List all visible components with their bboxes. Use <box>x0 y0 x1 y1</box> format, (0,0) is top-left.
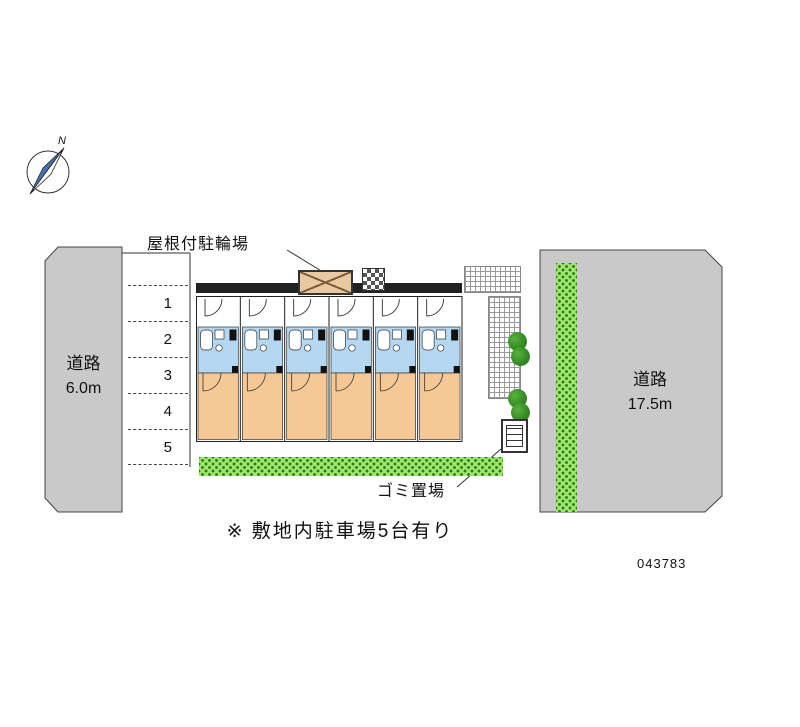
road-right <box>539 249 723 513</box>
parking-stall-number: 3 <box>163 367 172 384</box>
road-left-width: 6.0m <box>65 379 102 397</box>
parking-stall-number: 4 <box>163 403 172 420</box>
utility-checker-box <box>362 268 385 291</box>
hedge-south <box>199 457 503 476</box>
road-left-name: 道路 <box>66 354 101 373</box>
hedge-east <box>556 263 577 512</box>
road-right-name: 道路 <box>633 370 667 389</box>
covered-bicycle-parking <box>298 270 353 295</box>
garbage-area-box <box>501 419 528 453</box>
garbage-label: ゴミ置場 <box>377 483 446 500</box>
road-left-label: 道路 6.0m <box>45 352 122 400</box>
bike-parking-leader-line <box>286 249 324 273</box>
road-left <box>44 246 123 513</box>
parking-stall-number: 1 <box>163 295 172 312</box>
parking-stall: 3 <box>128 357 188 393</box>
parking-stall-number: 5 <box>163 438 172 456</box>
parking-stall: 5 <box>128 429 188 465</box>
parking-stall: 2 <box>128 321 188 357</box>
compass-north-label: N <box>58 135 66 147</box>
building-svg <box>196 296 463 442</box>
compass-icon: N <box>26 135 70 195</box>
garbage-container-icon <box>506 425 523 447</box>
parking-stall: 1 <box>128 285 188 321</box>
parking-stall-number: 2 <box>163 331 172 348</box>
bush-icon <box>508 332 527 351</box>
bush-icon <box>511 347 530 366</box>
plan-number: 043783 <box>637 556 687 571</box>
parking-stall: 4 <box>128 393 188 429</box>
bush-icon <box>511 403 530 422</box>
tiled-area-east <box>488 296 521 399</box>
road-right-label: 道路 17.5m <box>595 368 705 416</box>
road-right-width: 17.5m <box>627 395 673 413</box>
bike-parking-label: 屋根付駐輪場 <box>147 236 250 253</box>
parking-stalls: 1 2 3 4 5 <box>128 285 188 465</box>
site-note: ※ 敷地内駐車場5台有り <box>226 521 454 542</box>
tiled-area-north <box>464 266 521 293</box>
